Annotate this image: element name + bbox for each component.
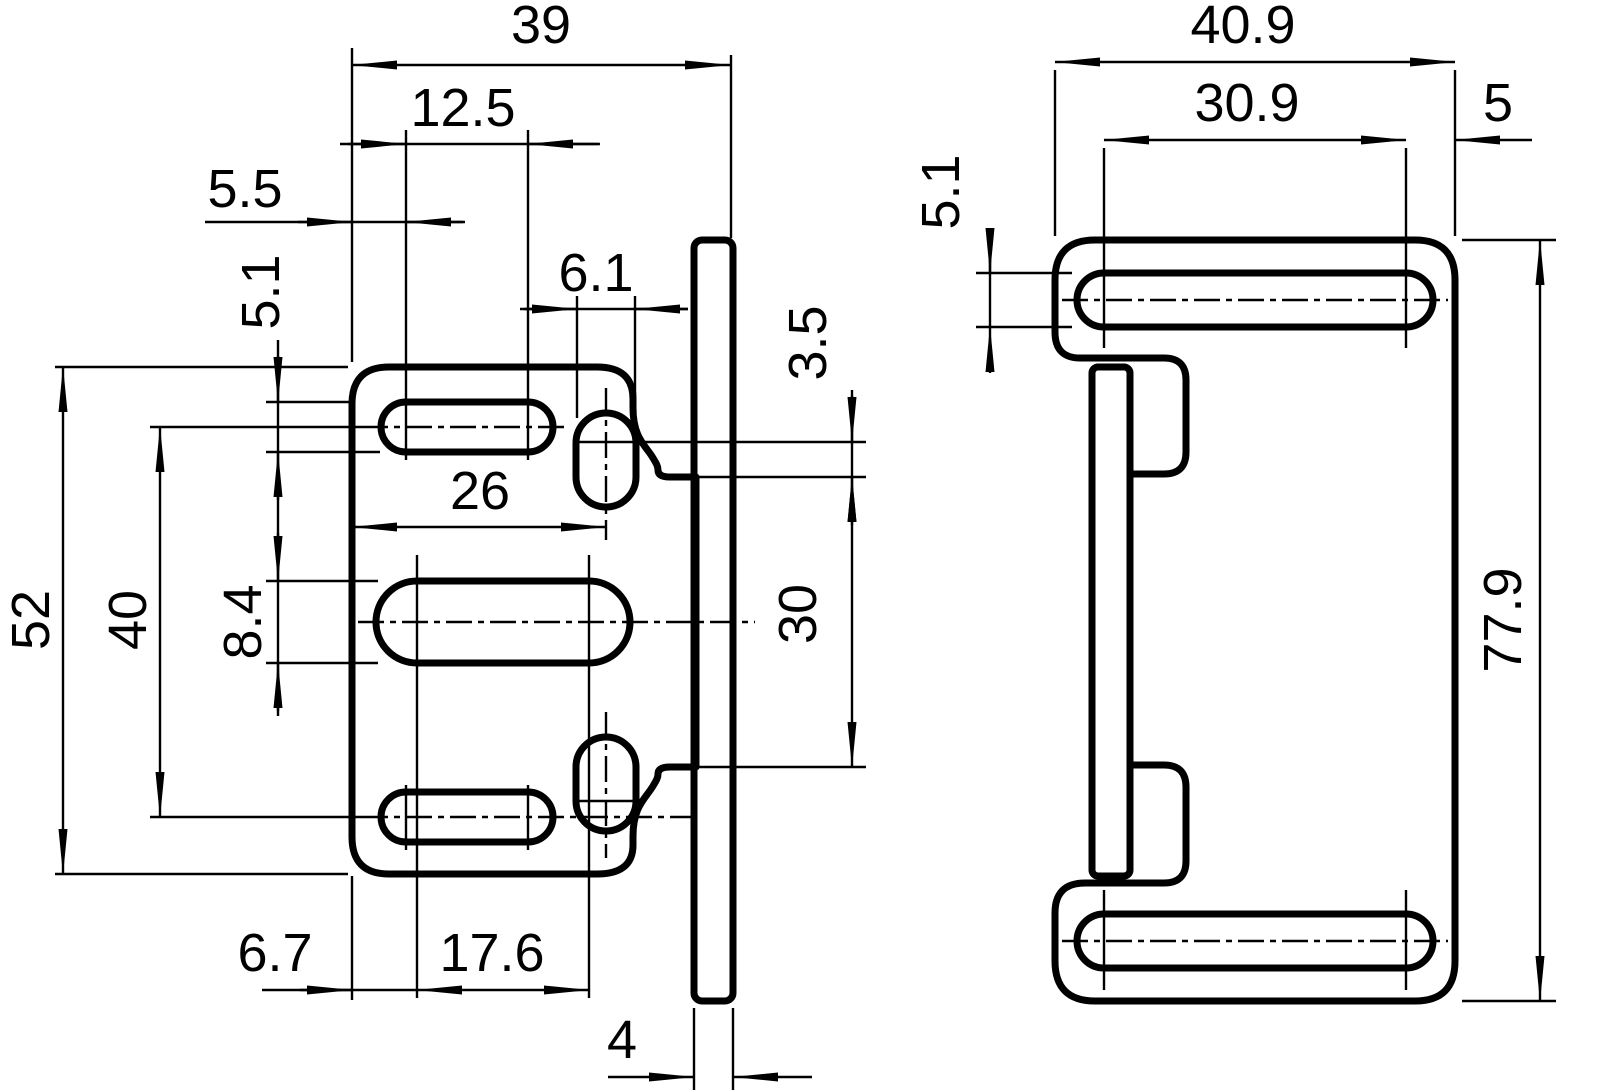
dim-middle-slot-offset-6-7: 6.7 <box>237 923 417 995</box>
dim-middle-slot-span-17-6: 17.6 <box>416 923 590 995</box>
dim-plate-thickness-4: 4 <box>607 1010 812 1082</box>
side-centerlines <box>1062 298 1448 943</box>
dim-side-slot-span-30-9: 30.9 <box>1103 73 1407 145</box>
dim-label: 8.4 <box>213 584 273 659</box>
dim-slot-centers-40: 40 <box>98 426 165 818</box>
dim-label: 3.5 <box>778 305 838 380</box>
dim-label: 17.6 <box>439 923 544 983</box>
plate-outline <box>1051 236 1459 1005</box>
dim-side-slot-height-5-1: 5.1 <box>911 154 995 373</box>
dim-label: 6.7 <box>237 923 312 983</box>
dim-label: 30 <box>768 584 828 644</box>
dim-label: 5.5 <box>207 159 282 219</box>
side-view: 40.9 30.9 5 5.1 77.9 <box>911 0 1556 1005</box>
front-extension-lines <box>55 48 866 1090</box>
mounting-plate-edge <box>690 236 737 1005</box>
dim-label: 5.1 <box>911 154 971 229</box>
dim-overall-height-52: 52 <box>1 366 68 875</box>
dim-oval-width-6-1: 6.1 <box>520 243 688 314</box>
dim-label: 5.1 <box>231 254 291 329</box>
dim-side-slot-edge-offset-5: 5 <box>1454 73 1532 145</box>
dim-overall-width-39: 39 <box>351 0 731 70</box>
dim-oval-arc-spacing-3-5: 3.5 <box>778 305 857 525</box>
dim-label: 40 <box>98 590 158 650</box>
dim-label: 77.9 <box>1473 567 1533 672</box>
dim-label: 12.5 <box>410 78 515 138</box>
bracket-body-outline <box>348 363 700 878</box>
dim-label: 4 <box>607 1010 637 1070</box>
dim-label: 40.9 <box>1190 0 1295 55</box>
dim-label: 39 <box>511 0 571 55</box>
dim-label: 30.9 <box>1194 73 1299 133</box>
dim-top-slot-span-12-5: 12.5 <box>340 78 600 149</box>
dim-label: 5 <box>1483 73 1513 133</box>
dim-oval-center-26: 26 <box>351 461 607 532</box>
front-centerlines <box>358 388 755 858</box>
dim-label: 52 <box>1 590 61 650</box>
dim-side-height-77-9: 77.9 <box>1473 239 1545 1002</box>
dim-label: 26 <box>450 461 510 521</box>
body-edge-strip <box>1088 363 1134 880</box>
dim-side-width-40-9: 40.9 <box>1054 0 1456 67</box>
dim-top-slot-offset-5-5: 5.5 <box>205 159 465 227</box>
dim-top-slot-height-5-1: 5.1 <box>231 254 291 716</box>
dim-label: 6.1 <box>558 243 633 303</box>
dim-middle-slot-height-8-4: 8.4 <box>213 533 283 711</box>
front-view: 39 12.5 5.5 5.1 8.4 <box>1 0 866 1090</box>
dim-oval-centers-30: 30 <box>768 476 857 768</box>
side-extension-lines <box>976 70 1556 1003</box>
